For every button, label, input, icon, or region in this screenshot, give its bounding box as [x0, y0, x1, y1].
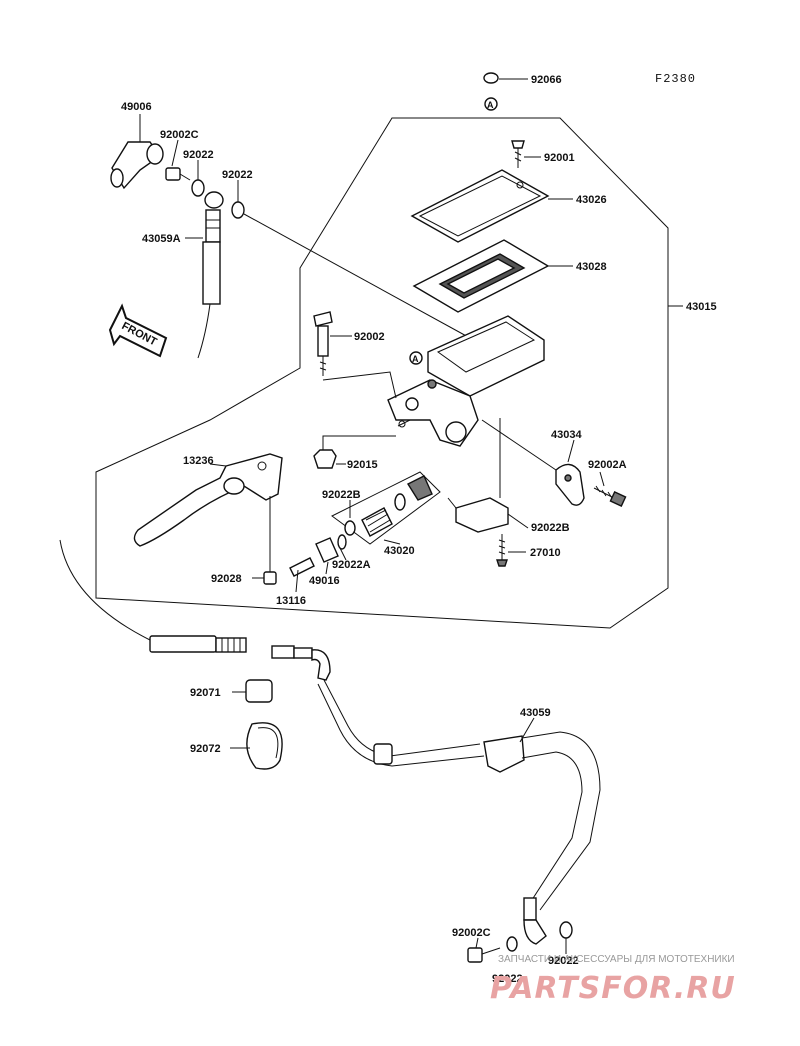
label-49016: 49016 [309, 575, 340, 587]
label-43028: 43028 [576, 261, 607, 273]
label-13116: 13116 [276, 595, 306, 607]
bolt-92002c-top [165, 139, 191, 181]
diagram-code: F2380 [655, 72, 696, 86]
marker-a-top: A [487, 100, 494, 110]
bolt-92002a [593, 471, 627, 507]
hose-fitting-left [149, 635, 247, 653]
bolt-92002c-bottom [467, 937, 501, 963]
dust-boot-49016 [315, 534, 347, 575]
master-cylinder-body: A [387, 315, 545, 447]
label-92022-a: 92022 [183, 149, 214, 161]
clamp-92072 [230, 722, 283, 770]
collar-92071 [232, 679, 273, 703]
hose-route-dashed [59, 539, 151, 641]
label-92071: 92071 [190, 687, 221, 699]
label-43059: 43059 [520, 707, 551, 719]
label-92022-d: 92022 [548, 955, 579, 967]
label-43059a: 43059A [142, 233, 181, 245]
label-43034: 43034 [551, 429, 582, 441]
hose-end-43059a [185, 191, 224, 359]
label-49006: 49006 [121, 101, 152, 113]
nut-92015 [313, 435, 396, 469]
watermark-tagline: ЗАПЧАСТИ И АКСЕССУАРЫ ДЛЯ МОТОТЕХНИКИ [498, 954, 735, 965]
label-92002a: 92002A [588, 459, 627, 471]
switch-27010 [447, 418, 529, 533]
washer-92022-a [191, 160, 205, 197]
screw-92001 [511, 140, 541, 168]
label-43020: 43020 [384, 545, 415, 557]
label-92066: 92066 [531, 74, 562, 86]
label-43015: 43015 [686, 301, 717, 313]
elbow-49006 [110, 114, 164, 190]
screw-92002b [496, 534, 526, 567]
marker-a-body: A [412, 354, 419, 364]
hose-43059 [271, 645, 601, 945]
watermark-logo: PARTSFOR.RU [490, 971, 736, 1006]
cap-92066: A [483, 72, 528, 111]
label-27010: 92022B [531, 522, 570, 534]
label-92001: 92001 [544, 152, 575, 164]
label-92015: 92015 [347, 459, 378, 471]
label-92002: 92002 [354, 331, 385, 343]
washer-92022-d [559, 921, 573, 954]
label-92022-c: 92022 [492, 973, 523, 985]
washer-92022-b [231, 180, 471, 339]
clamp-43034 [481, 419, 585, 506]
push-rod-13116 [289, 557, 315, 593]
assembly-outline [95, 117, 669, 629]
diaphragm-43028 [412, 239, 573, 313]
label-92002c-bottom: 92002C [452, 927, 491, 939]
lever-13236 [133, 453, 283, 572]
label-92002b: 27010 [530, 547, 561, 559]
cover-43026 [410, 169, 573, 243]
label-92022a: 92022A [332, 559, 371, 571]
label-92022b-visible: 92022B [322, 489, 361, 501]
bolt-92002 [313, 311, 397, 399]
piston-kit-43020 [331, 471, 441, 545]
label-92072: 92072 [190, 743, 221, 755]
front-arrow: FRONT [108, 303, 168, 358]
label-13236: 13236 [183, 455, 214, 467]
label-92022-b: 92022 [222, 169, 253, 181]
label-92028: 92028 [211, 573, 242, 585]
pin-92028 [252, 571, 277, 585]
label-92002c-top: 92002C [160, 129, 199, 141]
label-43026: 43026 [576, 194, 607, 206]
washer-92022-c [506, 936, 518, 952]
